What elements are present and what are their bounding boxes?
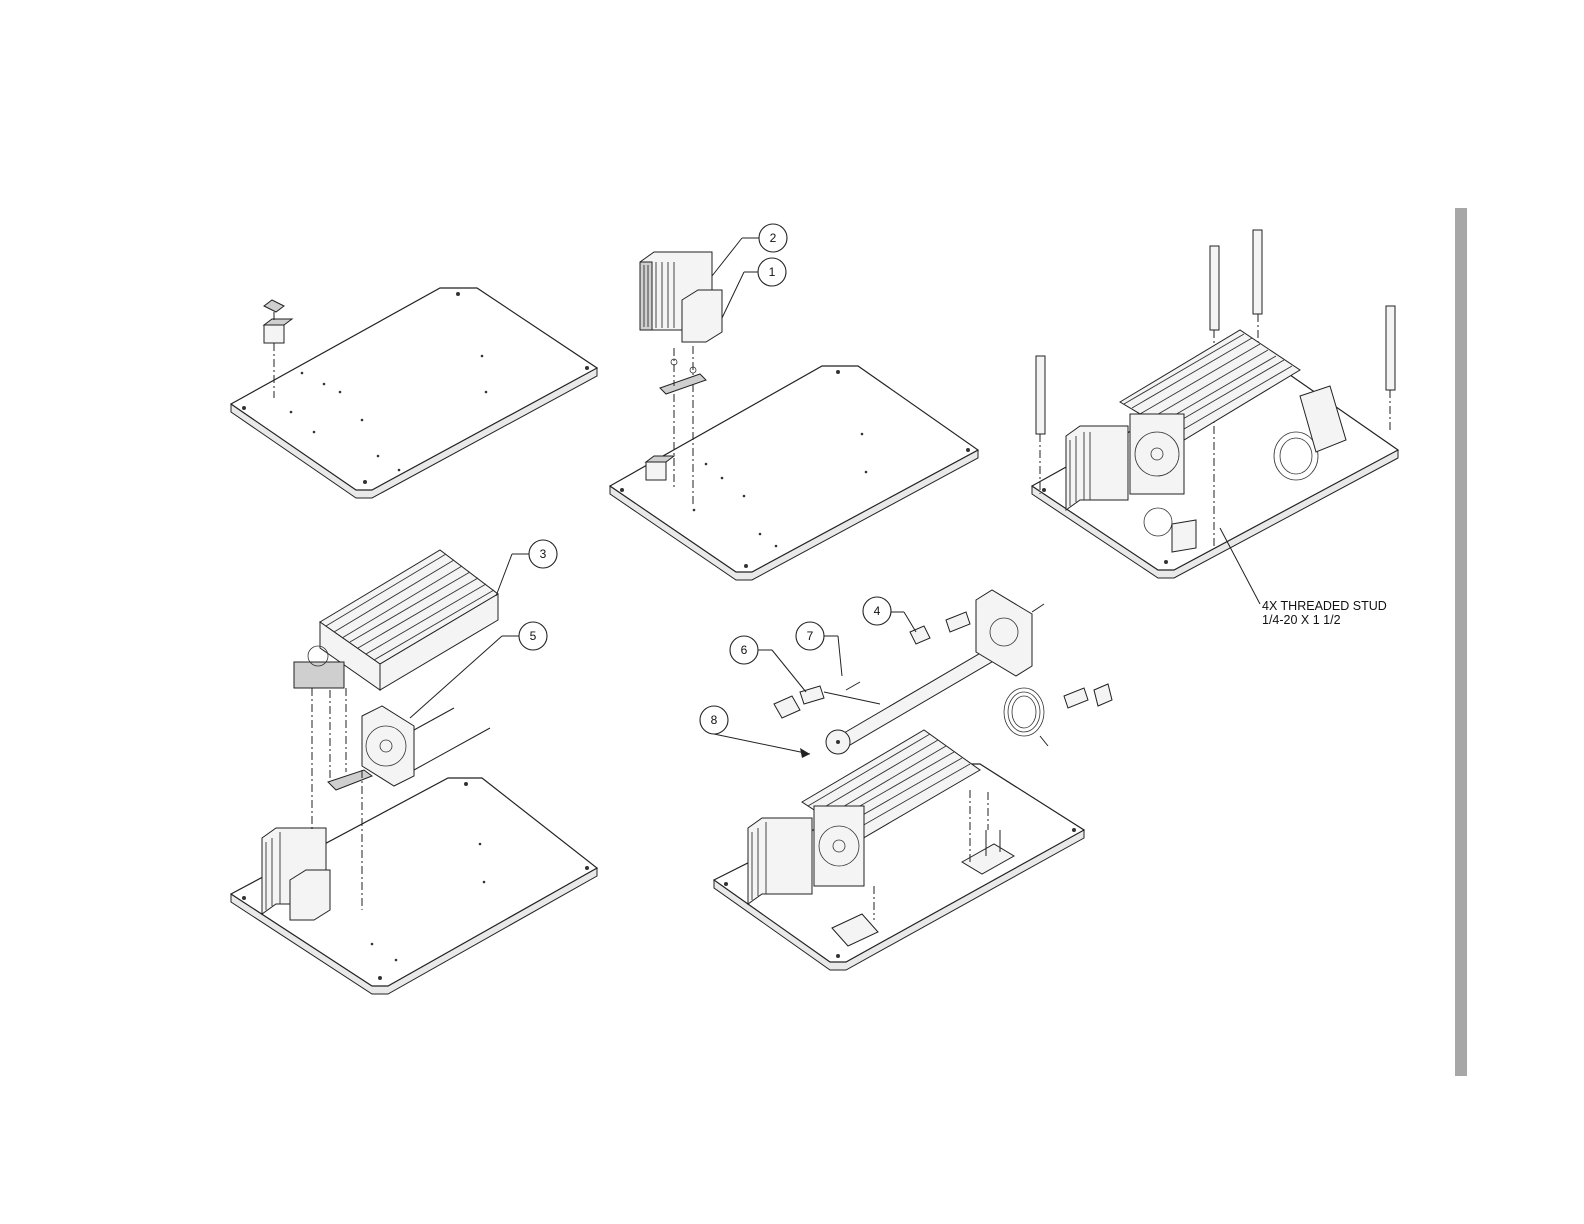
step-4-view <box>231 550 597 994</box>
fittings <box>774 612 1112 718</box>
step-1-view <box>231 288 597 498</box>
tube-assembly-8 <box>826 590 1044 754</box>
balloon-3-label: 3 <box>540 547 547 561</box>
note-line-2: 1/4-20 X 1 1/2 <box>1262 613 1341 627</box>
balloon-4: 4 <box>863 597 891 625</box>
power-supply-bottom-middle <box>748 818 812 904</box>
balloon-8-label: 8 <box>711 713 718 727</box>
balloon-5-label: 5 <box>530 629 537 643</box>
coil-tubing <box>1004 688 1048 746</box>
step-5-view <box>714 590 1112 970</box>
power-supply-module <box>640 252 722 342</box>
page-edge-bar <box>1455 208 1467 1076</box>
balloon-1-label: 1 <box>769 265 776 279</box>
balloon-7-label: 7 <box>807 629 814 643</box>
power-supply-bottom-left <box>262 828 330 920</box>
balloon-3: 3 <box>529 540 557 568</box>
fan-5 <box>362 706 490 786</box>
balloon-8: 8 <box>700 706 728 734</box>
balloon-5: 5 <box>519 622 547 650</box>
step-3-view: 4X THREADED STUD 1/4-20 X 1 1/2 <box>1032 230 1398 627</box>
step-2-view <box>610 252 978 580</box>
note-line-1: 4X THREADED STUD <box>1262 599 1387 613</box>
power-supply-assembled <box>1066 426 1128 510</box>
heatsink-3 <box>294 550 498 690</box>
balloon-2: 2 <box>759 224 787 252</box>
balloon-7: 7 <box>796 622 824 650</box>
balloon-6: 6 <box>730 636 758 664</box>
balloon-2-label: 2 <box>770 231 777 245</box>
balloon-1: 1 <box>758 258 786 286</box>
balloon-6-label: 6 <box>741 643 748 657</box>
balloon-4-label: 4 <box>874 604 881 618</box>
